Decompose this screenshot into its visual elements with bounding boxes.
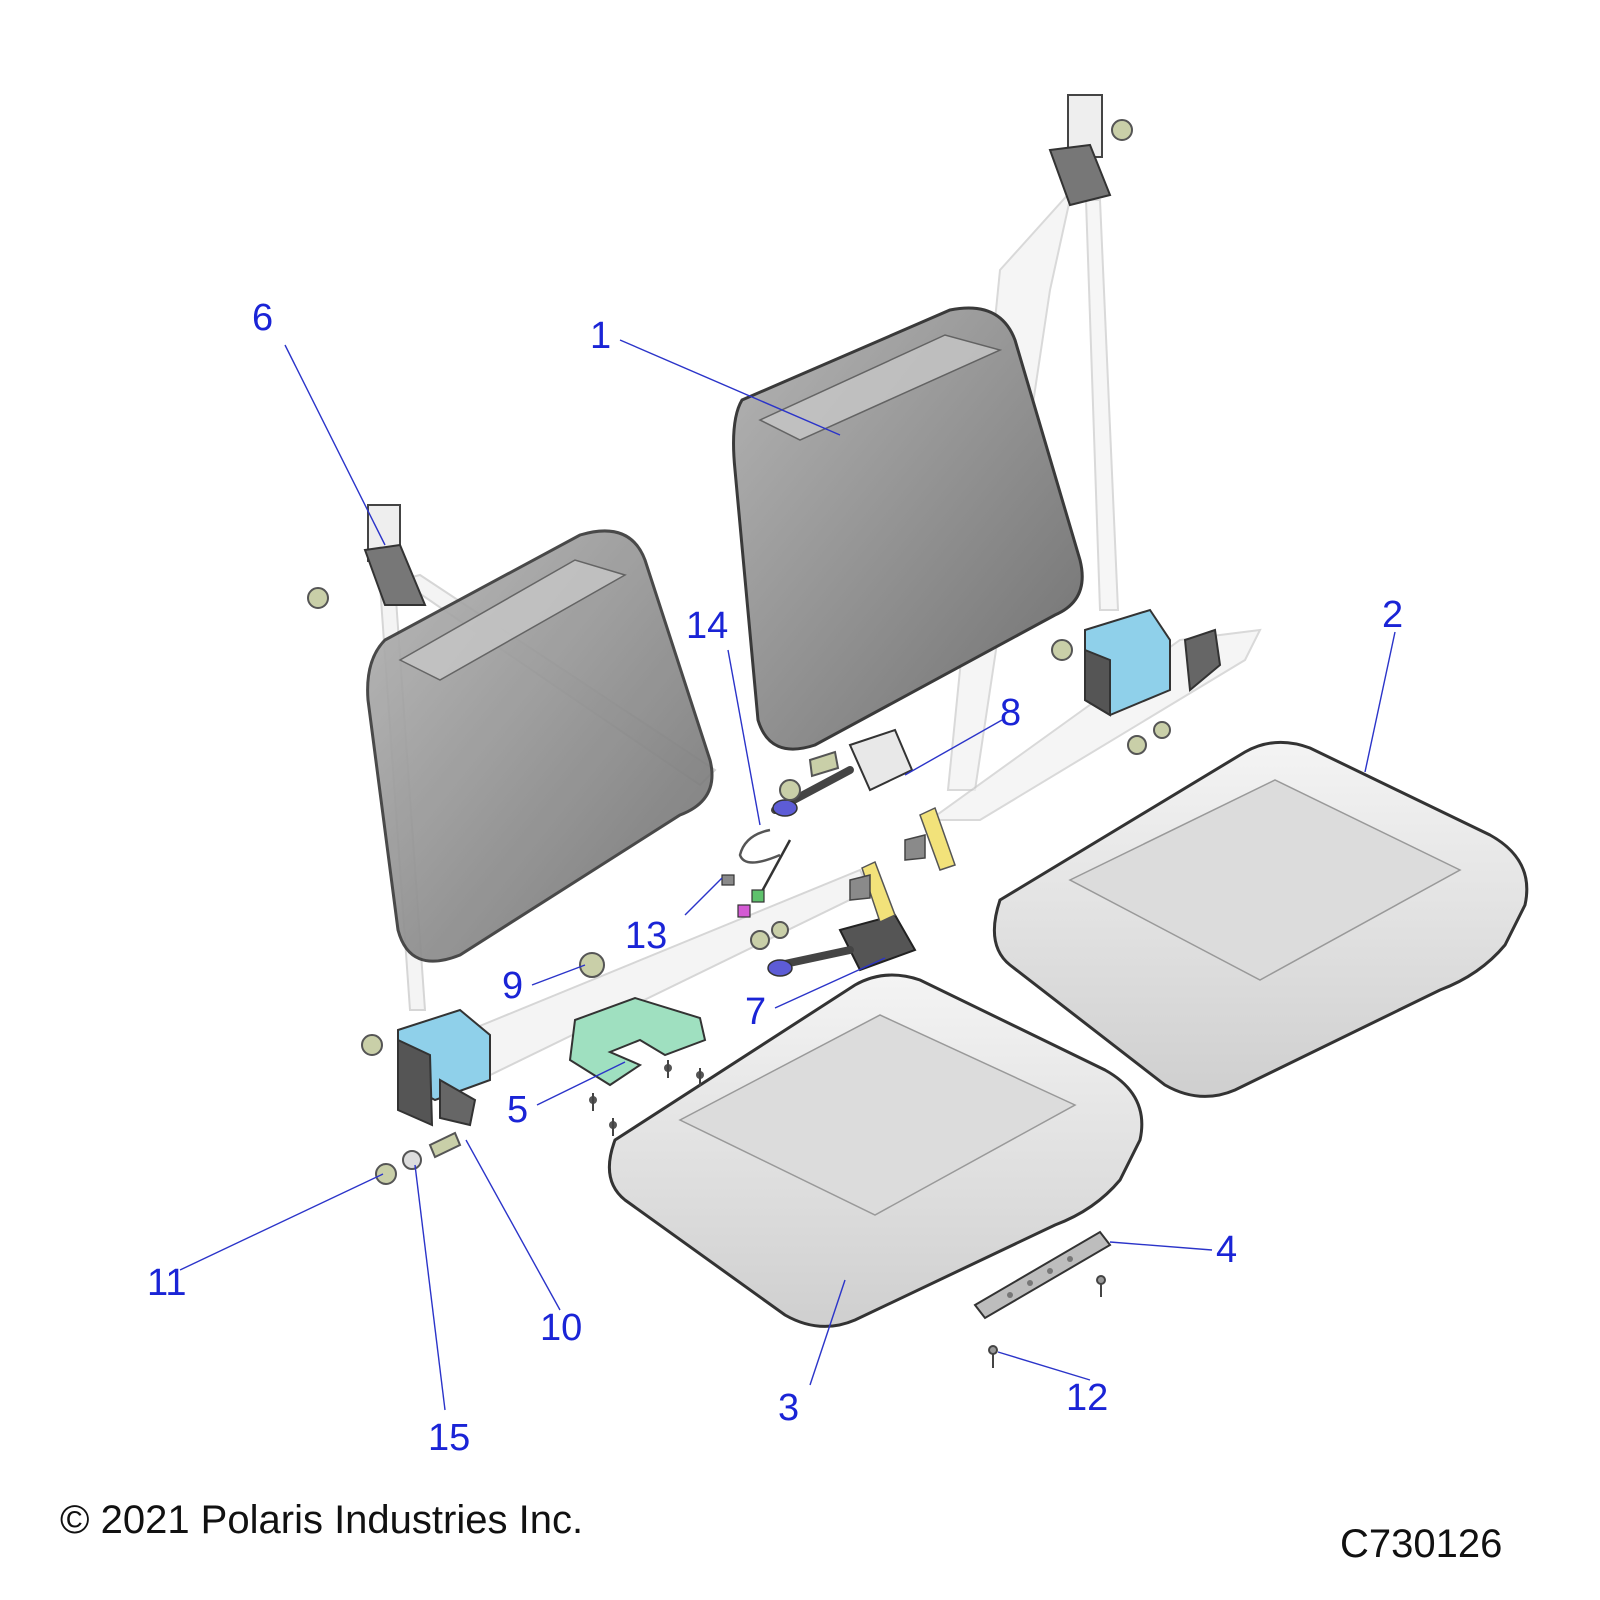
- buckle-8: [771, 728, 914, 817]
- callout-3: 3: [778, 1387, 799, 1429]
- screws: [592, 1060, 1106, 1368]
- seat-bottom-3: [607, 973, 1144, 1328]
- callout-13: 13: [625, 915, 667, 957]
- callout-7: 7: [745, 991, 766, 1033]
- callout-1: 1: [590, 315, 611, 357]
- callout-14: 14: [686, 605, 728, 647]
- latch-plates: [849, 806, 956, 924]
- callout-4: 4: [1216, 1229, 1237, 1271]
- leader-lines: [179, 339, 1396, 1411]
- seat-back-2: [366, 529, 714, 963]
- callout-12: 12: [1066, 1377, 1108, 1419]
- bracket-4: [973, 1230, 1112, 1320]
- copyright-notice: © 2021 Polaris Industries Inc.: [60, 1498, 584, 1542]
- upper-anchor-right: [1048, 94, 1133, 207]
- diagram-id: C730126: [1340, 1522, 1503, 1566]
- callout-labels: 1 2 3 4 5 6 7 8 9 10 11 12 13 14 15: [147, 297, 1403, 1459]
- seat-back-1: [732, 306, 1084, 751]
- seat-bottom-2: [992, 740, 1529, 1098]
- callout-9: 9: [502, 965, 523, 1007]
- bolts-and-nuts: [375, 721, 1171, 1185]
- upper-anchor-left: [307, 504, 427, 609]
- callout-6: 6: [252, 297, 273, 339]
- callout-8: 8: [1000, 692, 1021, 734]
- callout-11: 11: [147, 1262, 186, 1304]
- buckle-7: [767, 913, 917, 977]
- callout-2: 2: [1382, 594, 1403, 636]
- seat-belt-sensor-harness: [721, 828, 792, 918]
- callout-15: 15: [428, 1417, 470, 1459]
- callout-5: 5: [507, 1089, 528, 1131]
- retractor-right: [1051, 608, 1222, 717]
- retractor-left: [361, 1008, 491, 1127]
- callout-10: 10: [540, 1307, 582, 1349]
